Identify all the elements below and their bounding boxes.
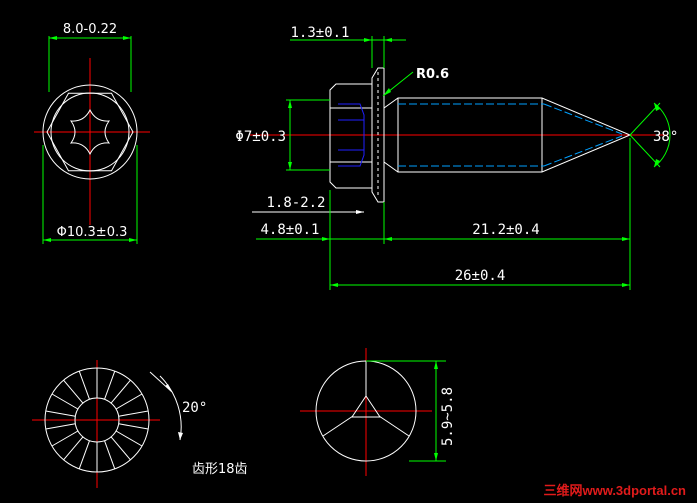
serration-tooth-line — [115, 393, 143, 410]
flange-circle — [42, 84, 138, 180]
serration-tooth-line — [63, 436, 84, 461]
serration-tooth-line — [45, 410, 76, 417]
dim-head-width: 8.0-0.22 — [63, 22, 117, 37]
dim-head-length: 4.8±0.1 — [260, 222, 319, 238]
serration-tooth-line — [118, 423, 149, 430]
dim-hex-diameter: Φ7±0.3 — [235, 129, 286, 145]
recess-hidden — [338, 103, 365, 167]
serration-tooth-line — [45, 423, 76, 430]
dim-fillet-radius: R0.6 — [416, 67, 449, 82]
serration-angle-arc — [159, 375, 182, 441]
dim-flange-diameter: Φ10.3±0.3 — [57, 225, 128, 240]
point-angle-arc — [653, 102, 671, 168]
head-end-view: 8.0-0.22 Φ10.3±0.3 — [34, 22, 150, 244]
serration-tooth-line — [78, 370, 90, 400]
serration-tooth-count: 齿形18齿 — [192, 462, 248, 477]
serration-tooth-line — [63, 379, 84, 404]
dim-flange-thickness: 1.3±0.1 — [290, 25, 349, 41]
torx-drive-recess — [69, 108, 111, 156]
dim-gap: 1.8-2.2 — [266, 195, 325, 211]
hex-inscribed-circle — [50, 92, 130, 172]
serration-teeth — [45, 368, 149, 472]
serration-view: 20° 齿形18齿 — [32, 360, 248, 488]
serration-tooth-line — [118, 410, 149, 417]
dim-serration-angle: 20° — [182, 400, 207, 416]
point-end-view: 5.9~5.8 — [300, 348, 456, 476]
serration-tooth-line — [115, 430, 143, 447]
side-view: 1.3±0.1 R0.6 Φ7±0.3 1.8-2.2 4.8±0.1 21.2… — [235, 25, 678, 290]
dim-point-depth: 5.9~5.8 — [440, 387, 456, 446]
dim-total-length: 26±0.4 — [455, 268, 506, 284]
hex-head — [329, 83, 373, 189]
serration-tooth-line — [51, 430, 79, 447]
point-tip-triangle — [351, 395, 381, 418]
hex-outline — [46, 92, 134, 172]
watermark: 三维网www.3dportal.cn — [543, 483, 686, 498]
dim-shank-length: 21.2±0.4 — [472, 222, 539, 238]
serration-tooth-line — [110, 436, 131, 461]
serration-tooth-line — [78, 440, 90, 470]
serration-tooth-line — [104, 440, 116, 470]
serration-tooth-line — [104, 370, 116, 400]
serration-tooth-line — [110, 379, 131, 404]
dim-point-angle: 38° — [653, 129, 678, 145]
serration-tooth-line — [51, 393, 79, 410]
